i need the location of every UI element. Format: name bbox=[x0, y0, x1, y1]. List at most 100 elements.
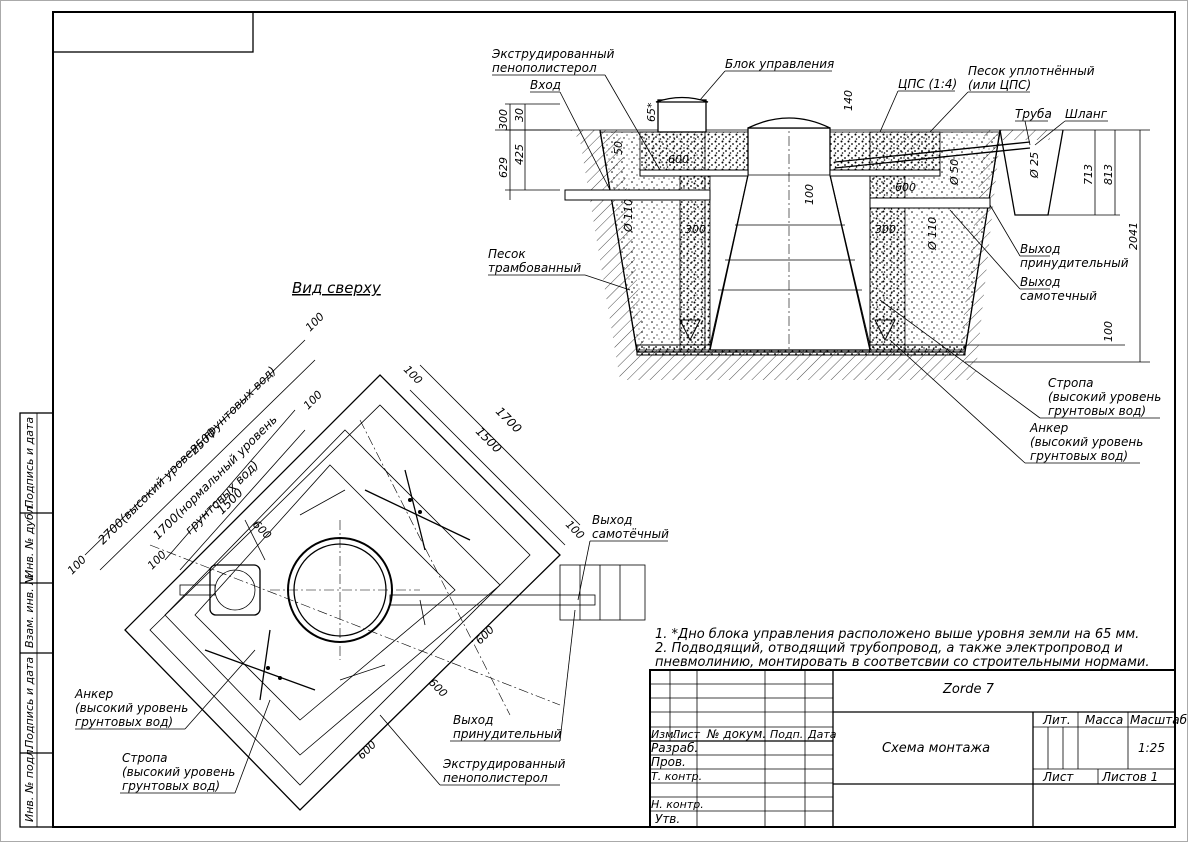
scale-value: 1:25 bbox=[1138, 741, 1165, 755]
side-inv-podl: Инв. № подл. bbox=[23, 746, 36, 822]
section-view bbox=[495, 96, 1150, 380]
pit-outer bbox=[124, 374, 561, 811]
stamp-prov: Пров. bbox=[651, 755, 686, 769]
dim-1500b: 1500 bbox=[473, 424, 505, 456]
sheet-label: Лист bbox=[1042, 770, 1074, 784]
label-anchor-3: грунтовых вод) bbox=[1030, 449, 1128, 463]
notes: 1. *Дно блока управления расположено выш… bbox=[655, 627, 1149, 670]
label-inlet: Вход bbox=[530, 78, 561, 92]
dim-100a: 100 bbox=[65, 553, 89, 577]
dim-300: 300 bbox=[497, 109, 510, 130]
stamp-lit: Лит. bbox=[1042, 713, 1071, 727]
stamp-date: Дата bbox=[807, 728, 837, 741]
stamp-tkontr: Т. контр. bbox=[651, 770, 702, 783]
tv-out-forced-1: Выход bbox=[453, 713, 493, 727]
dim-813: 813 bbox=[1102, 164, 1115, 185]
dim-d50b: Ø 50 bbox=[948, 159, 961, 186]
eps-right bbox=[829, 169, 941, 177]
tank-lid bbox=[747, 117, 831, 129]
dim-300c: 300 bbox=[875, 223, 896, 236]
dim-100c: 100 bbox=[303, 310, 327, 334]
stamp-razrab: Разраб. bbox=[651, 741, 698, 755]
label-control: Блок управления bbox=[725, 57, 834, 71]
stamp-massa: Масса bbox=[1085, 713, 1123, 727]
sheets-count: Листов 1 bbox=[1101, 770, 1158, 784]
label-sand-tamp-1: Песок bbox=[488, 247, 526, 261]
label-strap-2: (высокий уровень bbox=[1048, 390, 1161, 404]
dim-1700: 1700 bbox=[493, 404, 525, 436]
section-labels: Экструдированный пенополистерол Вход Бло… bbox=[488, 47, 1161, 464]
tank-circle bbox=[287, 537, 393, 643]
dim-100: 100 bbox=[803, 184, 816, 205]
dim-100d: 100 bbox=[301, 388, 325, 412]
stamp-masshtab: Масштаб bbox=[1130, 713, 1188, 727]
label-out-forced-1: Выход bbox=[1020, 242, 1060, 256]
note-1: 1. *Дно блока управления расположено выш… bbox=[655, 627, 1139, 642]
tv-out-grav-2: самотёчный bbox=[592, 527, 669, 541]
inlet-pipe bbox=[564, 189, 711, 201]
label-cps: ЦПС (1:4) bbox=[898, 77, 957, 91]
title-block: Изм. Лист № докум. Подп. Дата Разраб. Пр… bbox=[649, 669, 1188, 828]
tv-eps-2: пенополистерол bbox=[443, 771, 548, 785]
label-strap-3: грунтовых вод) bbox=[1048, 404, 1146, 418]
control-box bbox=[209, 564, 261, 616]
outlet-pipe bbox=[869, 197, 991, 209]
dim-100b: 100 bbox=[145, 548, 169, 572]
dim-2041: 2041 bbox=[1127, 222, 1140, 250]
dim-65: 65* bbox=[645, 102, 658, 122]
stamp-izm: Изм. bbox=[651, 728, 677, 741]
dim-600d: 600 bbox=[355, 738, 379, 762]
label-sand-1: Песок уплотнённый bbox=[968, 64, 1095, 78]
side-podp-data-1: Подпись и дата bbox=[23, 657, 36, 748]
label-sand-2: (или ЦПС) bbox=[968, 78, 1031, 92]
dim-629: 629 bbox=[497, 157, 510, 178]
dim-2700: 2700(высокий уровень грунтовых вод) bbox=[95, 364, 279, 548]
dim-50a: 50 bbox=[612, 141, 625, 155]
top-view-title: Вид сверху bbox=[292, 279, 382, 297]
dim-d110a: Ø 110 bbox=[622, 199, 635, 233]
stamp-sign: Подп. bbox=[770, 728, 803, 741]
stamp-nkontr: Н. контр. bbox=[651, 798, 704, 811]
dim-d110b: Ø 110 bbox=[926, 217, 939, 251]
label-sand-tamp-2: трамбованный bbox=[488, 261, 581, 275]
label-out-grav-2: самотечный bbox=[1020, 289, 1097, 303]
side-strip: Инв. № подл. Подпись и дата Взам. инв. №… bbox=[19, 412, 54, 828]
tv-strap-1: Стропа bbox=[122, 751, 168, 765]
dim-600c: 600 bbox=[426, 676, 450, 700]
label-eps-1: Экструдированный bbox=[491, 47, 615, 61]
tv-strap-3: грунтовых вод) bbox=[122, 779, 220, 793]
tv-out-grav-1: Выход bbox=[592, 513, 632, 527]
strap-bottom-a bbox=[204, 649, 316, 691]
hose-line bbox=[834, 141, 1031, 163]
outlet-pipe-top bbox=[389, 594, 596, 606]
stamp-utv: Утв. bbox=[655, 812, 680, 826]
strap-top-a bbox=[364, 489, 471, 541]
dim-140: 140 bbox=[842, 90, 855, 111]
tv-anchor-3: грунтовых вод) bbox=[75, 715, 173, 729]
dim-600b: 600 bbox=[473, 623, 497, 647]
label-pipe: Труба bbox=[1015, 107, 1052, 121]
drawing-title: Схема монтажа bbox=[882, 741, 990, 756]
dim-300b: 300 bbox=[685, 223, 706, 236]
dim-600a: 600 bbox=[668, 153, 689, 166]
dim-100b: 100 bbox=[1102, 321, 1115, 342]
tv-out-forced-2: принудительный bbox=[453, 727, 562, 741]
label-anchor-1: Анкер bbox=[1029, 421, 1069, 435]
top-view-dims: 2700(высокий уровень грунтовых вод) 2500… bbox=[65, 310, 587, 762]
side-podp-data-2: Подпись и дата bbox=[23, 417, 36, 508]
dim-30: 30 bbox=[513, 108, 526, 122]
note-2: 2. Подводящий, отводящий трубопровод, а … bbox=[655, 641, 1123, 656]
side-inv-dubl: Инв. № дубл. bbox=[23, 503, 36, 578]
stamp-doc: № докум. bbox=[706, 727, 766, 741]
label-eps-2: пенополистерол bbox=[492, 61, 597, 75]
dim-600a: 600 bbox=[250, 518, 274, 542]
label-hose: Шланг bbox=[1065, 107, 1108, 121]
pit-inner bbox=[164, 429, 501, 756]
stamp-list: Лист bbox=[671, 728, 700, 741]
top-view bbox=[124, 374, 646, 811]
control-block bbox=[657, 99, 707, 133]
label-out-grav-1: Выход bbox=[1020, 275, 1060, 289]
label-out-forced-2: принудительный bbox=[1020, 256, 1129, 270]
